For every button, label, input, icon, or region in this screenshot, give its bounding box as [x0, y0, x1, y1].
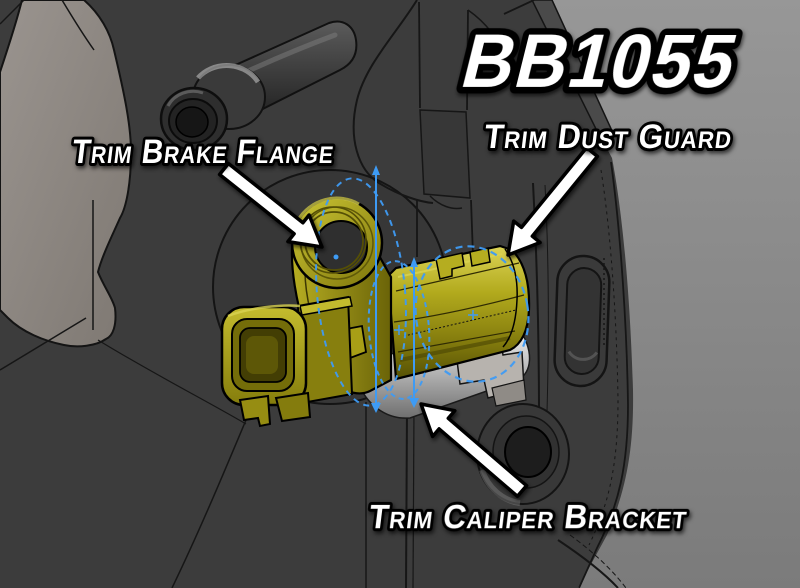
arrow-brake-flange [217, 161, 324, 249]
shield-slot [553, 254, 611, 388]
shield-seams [0, 182, 627, 588]
arrow-caliper-bracket [419, 402, 529, 499]
trim-guide-geometry [315, 165, 530, 413]
page-title: BB1055 [454, 19, 747, 104]
callout-arrows [217, 145, 600, 499]
arrow-dust-guard [506, 145, 600, 257]
stub-cylinder [159, 20, 358, 152]
callout-label-dust-guard: Trim Dust Guard [482, 118, 735, 156]
wheel-speed-sensor-part [220, 196, 531, 428]
knuckle-panel [0, 0, 133, 348]
callout-label-caliper-bracket: Trim Caliper Bracket [367, 498, 690, 536]
knuckle-arch [352, 0, 535, 257]
callout-label-brake-flange: Trim Brake Flange [70, 133, 337, 171]
callout-labels: Trim Brake Flange Trim Dust Guard Trim C… [67, 115, 738, 539]
sensor-mounting-ring [290, 196, 384, 290]
sensor-connector [220, 295, 354, 428]
title-group: BB1055 [447, 13, 753, 111]
